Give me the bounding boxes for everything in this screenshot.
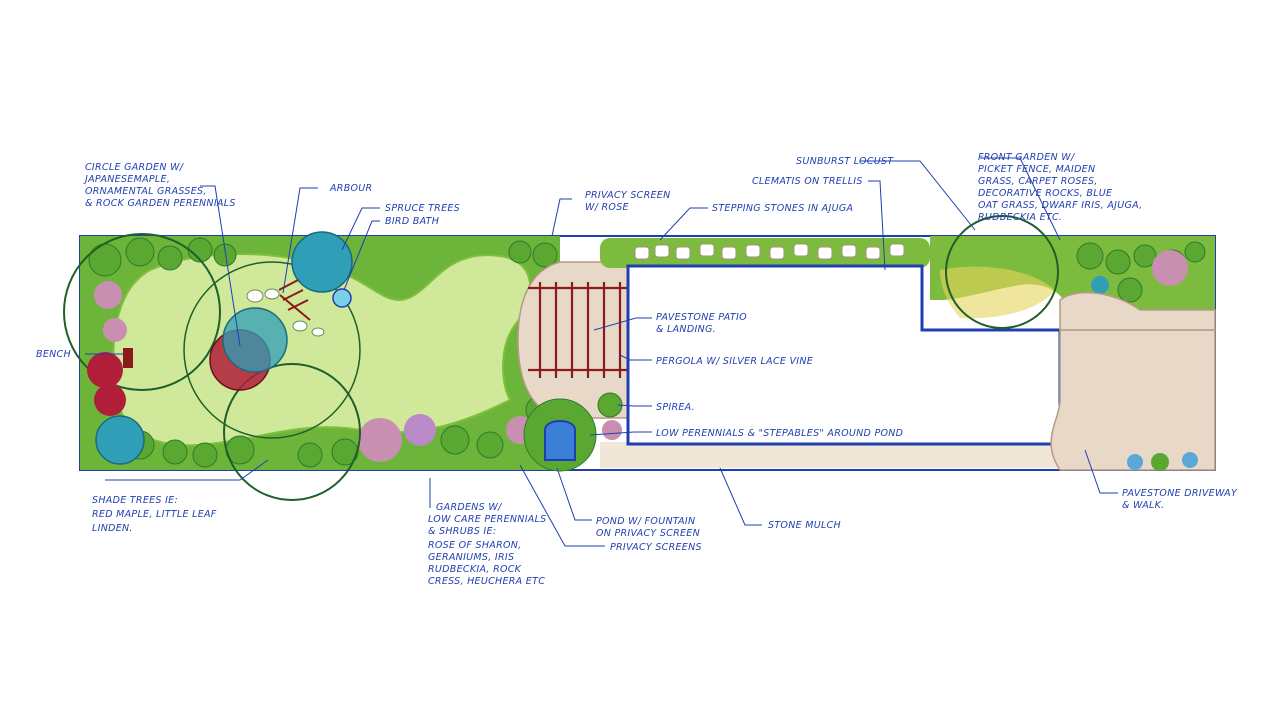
circle-garden-canopy <box>63 233 221 391</box>
arbour <box>278 279 311 321</box>
bird-bath <box>332 288 352 308</box>
bench <box>123 348 133 368</box>
spruce-tree <box>222 307 288 373</box>
blue-oat-grass <box>1091 276 1109 294</box>
shrub-pink <box>94 281 122 309</box>
spruce-tree <box>95 415 145 465</box>
label-pavestone-patio: PAVESTONE PATIO & LANDING. <box>656 312 750 335</box>
label-arbour: ARBOUR <box>329 183 372 194</box>
front-garden-rocks <box>940 266 1055 319</box>
driveway-edge-plants <box>1127 452 1198 471</box>
shrub-pink <box>103 318 127 342</box>
pergola <box>528 282 628 378</box>
stepping-stones-lawn <box>246 288 325 337</box>
label-stepping-stones: STEPPING STONES IN AJUGA <box>712 203 853 214</box>
label-bird-bath: BIRD BATH <box>385 216 439 227</box>
label-clematis: CLEMATIS ON TRELLIS <box>752 176 863 187</box>
label-pergola: PERGOLA W/ SILVER LACE VINE <box>656 356 813 367</box>
label-front-garden: FRONT GARDEN W/ PICKET FENCE, MAIDEN GRA… <box>978 152 1146 223</box>
label-low-perennials: LOW PERENNIALS & "STEPABLES" AROUND POND <box>656 428 903 439</box>
label-pond: POND W/ FOUNTAIN ON PRIVACY SCREEN <box>596 516 700 539</box>
shade-tree-canopy <box>183 261 361 439</box>
red-maple <box>87 352 123 388</box>
red-maple <box>94 384 126 416</box>
stepping-stones-ajuga <box>634 243 905 260</box>
shrub-pink <box>358 418 402 462</box>
label-gardens: GARDENS W/ LOW CARE PERENNIALS & SHRUBS … <box>428 502 550 587</box>
label-shade-trees: SHADE TREES IE: RED MAPLE, LITTLE LEAF L… <box>92 495 220 534</box>
shrub-pink <box>404 414 436 446</box>
spirea <box>602 420 622 440</box>
label-circle-garden: CIRCLE GARDEN W/ JAPANESEMAPLE, ORNAMENT… <box>83 162 236 209</box>
driveway-curve <box>1059 291 1216 331</box>
pond <box>544 420 576 461</box>
carpet-roses <box>1152 250 1188 286</box>
pavestone-driveway <box>1050 329 1216 471</box>
spruce-tree <box>291 231 353 293</box>
shade-tree-canopy <box>223 363 361 501</box>
label-spruce-trees: SPRUCE TREES <box>385 203 460 214</box>
label-spirea: SPIREA. <box>656 402 695 413</box>
label-bench: BENCH <box>36 349 71 360</box>
label-driveway: PAVESTONE DRIVEWAY & WALK. <box>1122 488 1240 511</box>
label-privacy-screen-rose: PRIVACY SCREEN W/ ROSE <box>585 190 674 213</box>
label-privacy-screens: PRIVACY SCREENS <box>610 542 702 553</box>
stone-mulch-strip <box>600 442 1060 468</box>
sunburst-locust <box>945 215 1059 329</box>
leader-lines <box>85 157 1118 547</box>
label-sunburst-locust: SUNBURST LOCUST <box>796 156 894 167</box>
label-stone-mulch: STONE MULCH <box>768 520 841 531</box>
